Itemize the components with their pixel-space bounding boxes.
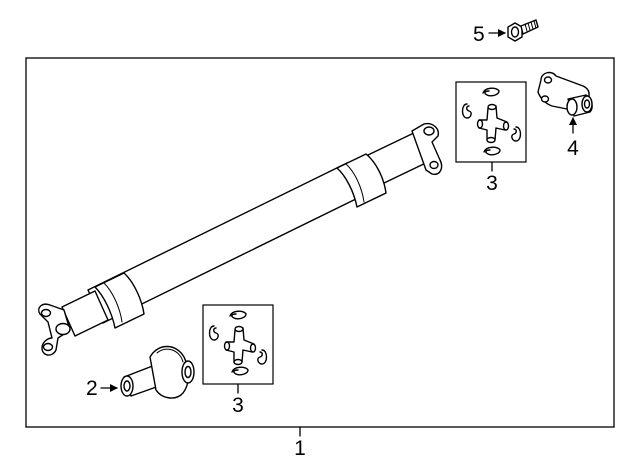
assembly-frame <box>25 57 615 428</box>
driveshaft-tube <box>38 122 443 356</box>
callout-5-label: 5 <box>473 23 485 46</box>
callout-1-label: 1 <box>294 437 306 460</box>
ujoint-kit-lower <box>208 310 268 376</box>
ujoint-kit-upper-box <box>455 81 527 163</box>
callout-4-label: 4 <box>567 137 579 160</box>
callout-2-label: 2 <box>86 377 98 400</box>
ujoint-kit-upper <box>461 87 522 156</box>
callout-3-upper-label: 3 <box>486 172 498 195</box>
slip-yoke-part <box>120 345 195 399</box>
bolt-part <box>507 19 539 42</box>
callout-3-lower-label: 3 <box>232 394 244 417</box>
center-bearing-part <box>537 71 593 117</box>
